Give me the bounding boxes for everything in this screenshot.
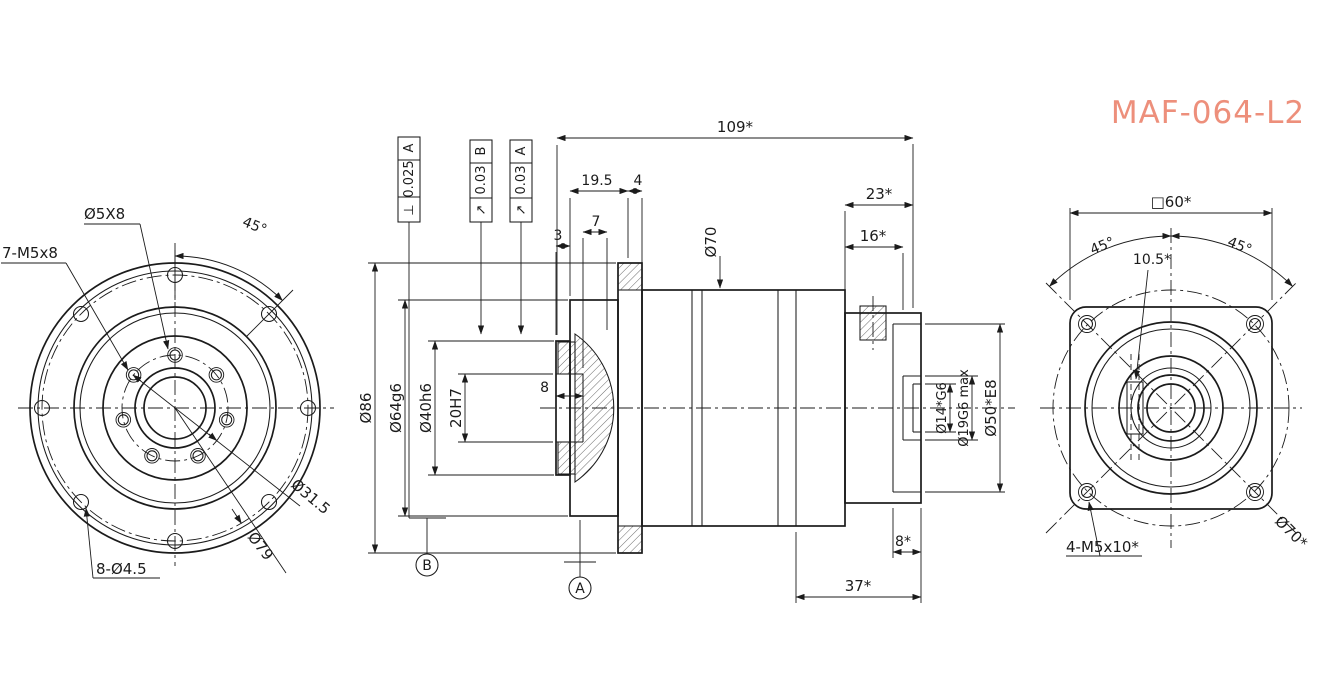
boss-circle <box>73 306 277 510</box>
tol2-value: 0.03 <box>474 166 489 195</box>
datum-a-label: A <box>575 581 585 597</box>
rear-corner-holes <box>1078 315 1264 501</box>
section-bottom-dimensions: 8* 37* <box>795 508 922 603</box>
front-tapped-holes-label: 7-M5x8 <box>2 244 58 262</box>
rear-shaft-bore <box>1146 383 1196 433</box>
section-view: 109* 19.5 4 3 7 23* 16* Ø <box>357 118 1015 603</box>
datum-a-circle <box>568 576 592 600</box>
dim-keyway: 10.5* <box>1133 252 1171 268</box>
section-top-dimensions: 109* 19.5 4 3 7 23* 16* Ø <box>554 118 914 368</box>
tol3-symbol: ↗ <box>514 205 529 216</box>
front-pilot-dia-label: Ø31.5 <box>287 475 333 518</box>
tol1-value: 0.025 <box>402 160 417 197</box>
front-pin-hole-label: Ø5X8 <box>84 205 125 223</box>
dim-hub-len: 7 <box>592 214 601 230</box>
dim-adapter-len: 23* <box>866 185 893 203</box>
bore-circle <box>143 376 207 440</box>
datum-b-circle <box>415 553 439 577</box>
tol3-value: 0.03 <box>514 166 529 195</box>
rear-keyway <box>1126 354 1144 462</box>
tol3-datum: A <box>514 146 529 155</box>
inner-bolt-circle <box>121 354 229 462</box>
dim-rear-step: 8* <box>895 534 911 550</box>
datum-b-label: B <box>422 558 432 574</box>
section-right-dimensions: Ø50*E8 Ø19G6 max Ø14*G6 <box>925 323 1005 493</box>
dim-step: 19.5 <box>581 173 612 189</box>
dim-shaft-bore: Ø14*G6 <box>935 382 950 434</box>
rear-tapped-holes-label: 4-M5x10* <box>1066 538 1139 556</box>
dim-overall-length: 109* <box>717 118 754 136</box>
dim-flange-dia: Ø86 <box>357 393 375 424</box>
dim-adapter-length: 37* <box>845 577 872 595</box>
dim-pilot-depth: 16* <box>860 227 887 245</box>
tol2-symbol: ↗ <box>474 205 489 216</box>
rear-view-centerlines <box>1040 228 1302 548</box>
tol2-datum: B <box>474 147 489 156</box>
front-view-dimensions: 45° Ø5X8 7-M5x8 8-Ø4.5 Ø31.5 Ø79 <box>1 205 334 579</box>
rear-view-circles <box>1084 321 1258 495</box>
section-body <box>555 262 922 554</box>
dim-bore-depth: 8 <box>540 380 549 396</box>
tol1-symbol: ⊥ <box>402 204 417 215</box>
dim-flange-thk: 4 <box>634 173 643 189</box>
front-view: 45° Ø5X8 7-M5x8 8-Ø4.5 Ø31.5 Ø79 <box>1 205 334 579</box>
dim-body-dia: Ø70 <box>702 227 720 258</box>
hub-circle <box>134 367 216 449</box>
input-adapter <box>844 312 922 504</box>
dim-hub-dia: Ø40h6 <box>417 383 435 433</box>
tolerance-frames: ⊥ 0.025 A ↗ 0.03 B ↗ 0.03 A <box>397 136 533 518</box>
square-flange <box>1069 306 1273 510</box>
rear-bolt-circle-label: Ø70* <box>1271 512 1311 552</box>
rear-angle-left: 45° <box>1088 234 1117 258</box>
rear-bore-circle <box>1137 374 1205 442</box>
rear-bolt-circle <box>1052 289 1290 527</box>
dim-square-flange: □60* <box>1151 193 1192 211</box>
datum-flags: B A <box>409 517 596 600</box>
dim-groove: 3 <box>554 228 563 244</box>
dim-max-bore: Ø19G6 max <box>957 369 972 447</box>
output-pilot <box>555 340 571 476</box>
tol1-datum: A <box>402 143 417 152</box>
dim-bore: 20H7 <box>447 388 465 428</box>
dim-pilot-bore: Ø50*E8 <box>982 379 1000 436</box>
dim-pilot-dia: Ø64g6 <box>387 383 405 433</box>
front-through-holes-label: 8-Ø4.5 <box>96 560 147 578</box>
drawing-title: MAF-064-L2 <box>1111 95 1305 131</box>
rear-view: □60* 45° 45° 10.5* 4-M5x10* Ø70* <box>1040 193 1311 557</box>
front-view-centerlines <box>18 250 334 566</box>
front-angle-dim: 45° <box>240 214 269 238</box>
